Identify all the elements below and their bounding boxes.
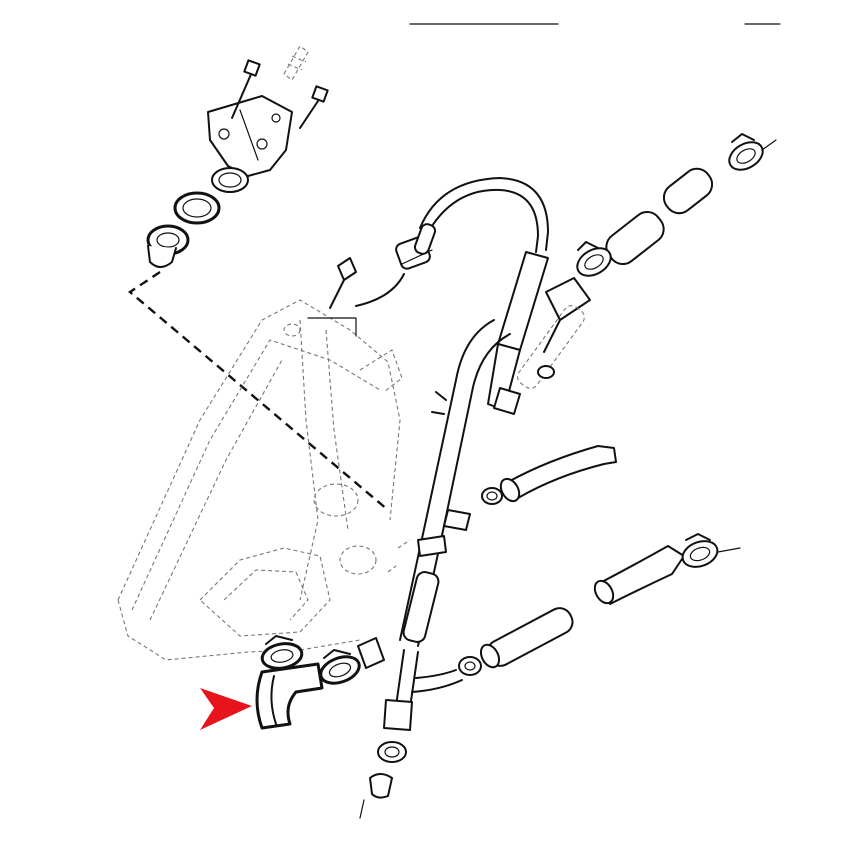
lower-hose-right xyxy=(593,545,685,605)
elbow-hose-upper xyxy=(543,277,591,353)
bleed-screw xyxy=(329,257,357,309)
bypass-pipe xyxy=(487,251,549,411)
heater-hose-mid xyxy=(499,445,617,503)
temperature-sender xyxy=(283,45,309,81)
drain-tap xyxy=(359,699,413,819)
pipe-joint-mid xyxy=(493,387,521,415)
assembly-line-dashed xyxy=(128,271,389,511)
hose-clamp-top xyxy=(728,133,777,171)
radiator xyxy=(117,299,411,661)
hose-clamp-lower xyxy=(458,656,482,676)
radiator-top-bracket xyxy=(307,317,357,337)
drain-pipe xyxy=(395,571,463,709)
lower-radiator-hose xyxy=(255,635,324,730)
thermostat-housing xyxy=(207,95,293,193)
coolant-pipe-main xyxy=(399,319,511,647)
hose-clamp-small xyxy=(481,487,503,505)
pipe-t-connector xyxy=(417,509,471,557)
vent-hose-clip xyxy=(395,223,437,270)
hose-clamp-lower-hose xyxy=(319,649,361,685)
housing-bolt-left xyxy=(231,59,261,119)
red-arrowhead-icon xyxy=(200,688,252,730)
hose-clamp-right xyxy=(681,533,741,568)
heater-pipe-dashed xyxy=(517,305,585,389)
housing-bolt-right xyxy=(299,85,329,129)
upper-hose-right xyxy=(605,167,714,266)
vent-hose-upper xyxy=(355,177,549,307)
lower-hose-outlet xyxy=(357,637,385,669)
housing-gasket xyxy=(173,191,221,225)
thermostat xyxy=(146,224,190,268)
hose-clamp-mid xyxy=(576,241,612,277)
heater-hose-lower xyxy=(479,607,574,669)
